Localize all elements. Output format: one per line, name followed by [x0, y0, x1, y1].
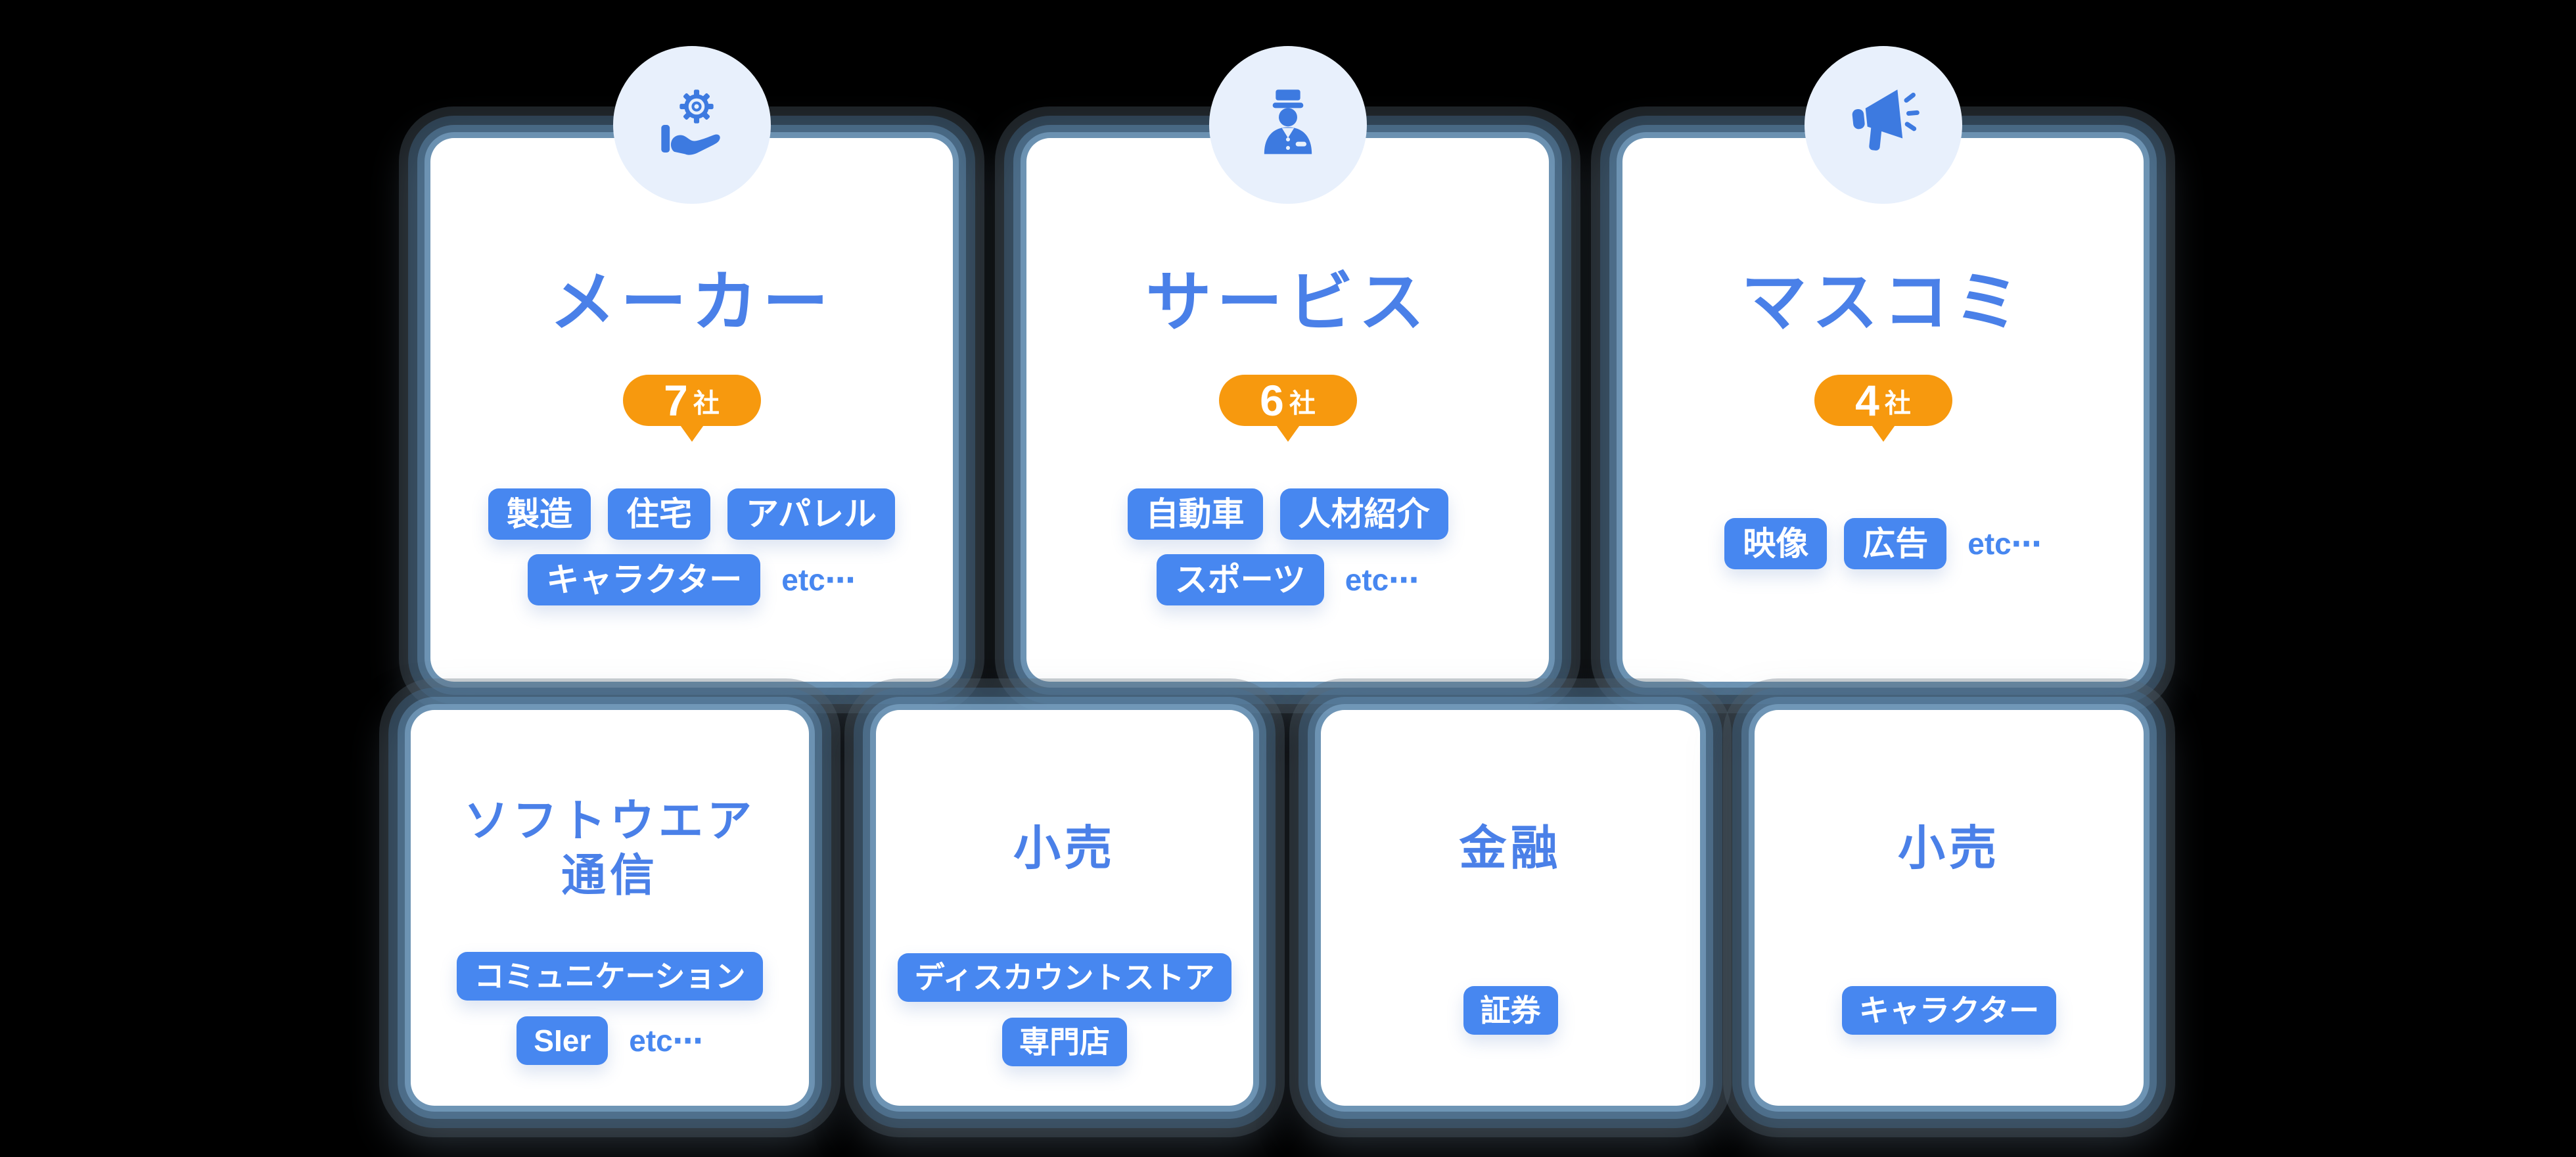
company-count-unit: 社: [693, 389, 720, 418]
etc-label: etc⋯: [629, 1023, 703, 1058]
card-maker: メーカー 7 社 製造 住宅 アパレル キャラクター etc⋯: [430, 46, 953, 682]
tag-list: 自動車 人材紹介 スポーツ etc⋯: [1127, 488, 1448, 605]
card-service: サービス 6 社 自動車 人材紹介 スポーツ etc⋯: [1026, 46, 1549, 682]
card-retail-1: 小売 ディスカウントストア 専門店: [876, 710, 1253, 1106]
megaphone-icon: [1804, 46, 1962, 204]
company-count-unit: 社: [1289, 389, 1316, 418]
company-count: 4: [1855, 376, 1879, 425]
tag: 住宅: [608, 488, 710, 540]
card-title: マスコミ: [1741, 266, 2025, 339]
tag-list: ディスカウントストア 専門店: [897, 953, 1232, 1066]
tag: スポーツ: [1156, 554, 1324, 605]
card-title: メーカー: [549, 266, 834, 339]
card-title: 小売: [1897, 822, 2000, 875]
tag: アパレル: [727, 488, 895, 540]
etc-label: etc⋯: [781, 563, 856, 597]
card-finance: 金融 証券: [1321, 710, 1700, 1106]
tag-list: 製造 住宅 アパレル キャラクター etc⋯: [488, 488, 895, 605]
tag: 専門店: [1002, 1018, 1127, 1066]
tag: 製造: [488, 488, 591, 540]
company-count-badge: 7 社: [622, 375, 761, 426]
tag: 証券: [1463, 986, 1558, 1035]
company-count-badge: 4 社: [1814, 375, 1952, 426]
bellhop-icon: [1208, 46, 1367, 204]
tag: ディスカウントストア: [897, 953, 1232, 1002]
tag: 人材紹介: [1279, 488, 1448, 540]
tag: 自動車: [1127, 488, 1263, 540]
tag: コミュニケーション: [457, 951, 763, 1001]
tag: キャラクター: [1841, 986, 2057, 1035]
company-count-unit: 社: [1884, 389, 1911, 418]
tag-list: 証券: [1463, 986, 1558, 1035]
tag-list: コミュニケーション SIer etc⋯: [457, 951, 763, 1065]
card-media: マスコミ 4 社 映像 広告 etc⋯: [1622, 46, 2144, 682]
gear-hand-icon: [612, 46, 771, 204]
tag: キャラクター: [528, 554, 761, 605]
company-count: 6: [1260, 376, 1284, 425]
tag-list: 映像 広告 etc⋯: [1724, 518, 2042, 569]
company-count-badge: 6 社: [1218, 375, 1357, 426]
card-software-telecom: ソフトウエア 通信 コミュニケーション SIer etc⋯: [411, 710, 809, 1106]
tag: SIer: [517, 1016, 609, 1065]
card-title: ソフトウエア 通信: [463, 796, 756, 901]
tag-list: キャラクター: [1841, 986, 2057, 1035]
company-count: 7: [664, 376, 688, 425]
etc-label: etc⋯: [1345, 563, 1419, 597]
card-title: 金融: [1459, 822, 1562, 875]
card-retail-2: 小売 キャラクター: [1755, 710, 2144, 1106]
etc-label: etc⋯: [1967, 527, 2042, 561]
tag: 広告: [1844, 518, 1947, 569]
tag: 映像: [1724, 518, 1828, 569]
card-title: 小売: [1013, 822, 1116, 875]
card-title: サービス: [1145, 266, 1430, 339]
